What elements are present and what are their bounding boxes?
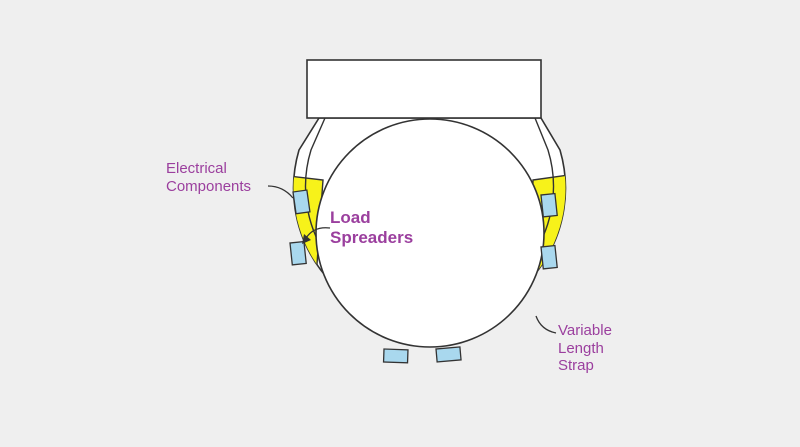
label-variable-length-strap: Variable Length Strap xyxy=(558,322,612,375)
electrical-component-left-bottom xyxy=(289,240,307,266)
device-housing xyxy=(306,59,542,119)
wrist-circle xyxy=(315,118,545,348)
electrical-component-bottom-right xyxy=(435,346,462,363)
electrical-components-group xyxy=(289,189,558,364)
leader-lines xyxy=(267,185,557,334)
label-load-spreaders: Load Spreaders xyxy=(330,208,414,248)
leader-load-spreaders xyxy=(305,227,331,239)
leader-variable-length-strap xyxy=(535,315,557,334)
leader-electrical-components xyxy=(267,185,294,199)
electrical-component-left-top xyxy=(292,189,311,215)
leader-load-spreaders-arrowhead xyxy=(302,234,311,244)
label-electrical-components: Electrical Components xyxy=(166,160,252,195)
electrical-component-bottom-left xyxy=(382,348,409,364)
electrical-component-right-bottom xyxy=(540,244,558,270)
electrical-component-right-top xyxy=(540,192,558,218)
